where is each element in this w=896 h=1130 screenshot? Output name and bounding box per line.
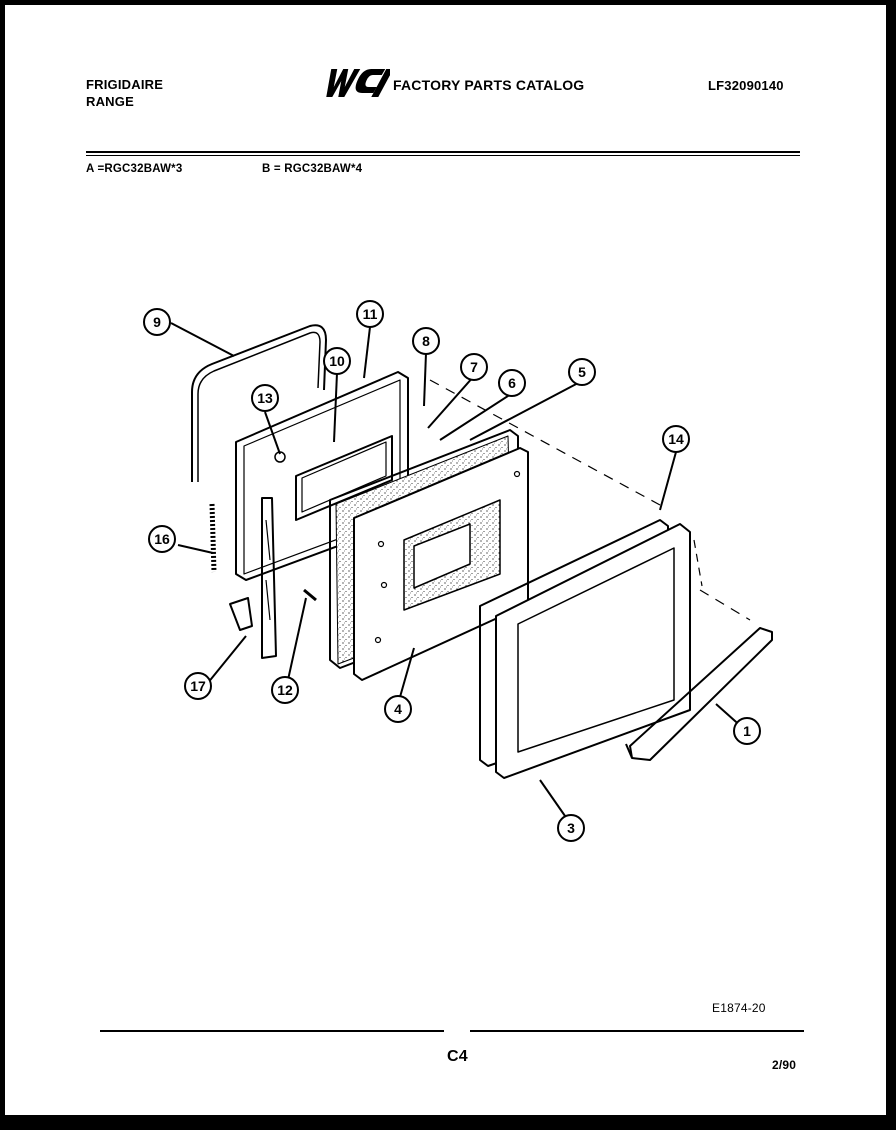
hinge-bracket <box>229 597 253 631</box>
svg-text:4: 4 <box>394 701 402 717</box>
catalog-number: LF32090140 <box>708 78 784 93</box>
catalog-title: FACTORY PARTS CATALOG <box>393 77 585 93</box>
alignment-line <box>429 379 661 506</box>
callout-8: 8 <box>412 327 440 355</box>
figure-id: E1874-20 <box>712 1001 766 1015</box>
wci-logo <box>326 69 390 97</box>
svg-text:1: 1 <box>743 723 751 739</box>
svg-text:14: 14 <box>668 431 684 447</box>
svg-text:11: 11 <box>363 306 378 322</box>
svg-text:3: 3 <box>567 820 575 836</box>
callout-7: 7 <box>460 353 488 381</box>
callout-9: 9 <box>143 308 171 336</box>
svg-text:8: 8 <box>422 333 430 349</box>
model-a: A =RGC32BAW*3 <box>86 163 183 175</box>
door-hinge <box>261 497 277 659</box>
svg-text:12: 12 <box>277 682 293 698</box>
callout-14: 14 <box>662 425 690 453</box>
product-name: RANGE <box>86 94 134 109</box>
callout-1: 1 <box>733 717 761 745</box>
door-screw <box>303 588 317 602</box>
callout-6: 6 <box>498 369 526 397</box>
brand-name: FRIGIDAIRE <box>86 77 164 92</box>
svg-text:17: 17 <box>190 678 206 694</box>
callout-5: 5 <box>568 358 596 386</box>
svg-text:7: 7 <box>470 359 478 375</box>
svg-text:16: 16 <box>154 531 170 547</box>
window-gasket <box>295 435 393 521</box>
hinge-spring <box>209 503 217 573</box>
door-frame <box>495 523 691 779</box>
brand-block: FRIGIDAIRE RANGE <box>86 76 163 110</box>
callout-10: 10 <box>323 347 351 375</box>
door-gasket <box>191 324 327 482</box>
callout-12: 12 <box>271 676 299 704</box>
footer-rule-right <box>470 1030 804 1032</box>
header-rule-thin <box>86 155 800 156</box>
alignment-line-2 <box>699 589 751 621</box>
door-gasket-inner <box>197 331 321 482</box>
callout-13: 13 <box>251 384 279 412</box>
callout-3: 3 <box>557 814 585 842</box>
header-rule <box>86 151 800 153</box>
svg-text:13: 13 <box>257 390 273 406</box>
callout-16: 16 <box>148 525 176 553</box>
svg-text:5: 5 <box>578 364 586 380</box>
footer-rule-left <box>100 1030 444 1032</box>
revision-date: 2/90 <box>772 1058 797 1072</box>
page-number: C4 <box>447 1048 468 1065</box>
callout-17: 17 <box>184 672 212 700</box>
callout-11: 11 <box>356 300 384 328</box>
svg-text:6: 6 <box>508 375 516 391</box>
svg-text:9: 9 <box>153 314 161 330</box>
model-b: B = RGC32BAW*4 <box>262 163 363 175</box>
svg-text:10: 10 <box>329 353 345 369</box>
callout-4: 4 <box>384 695 412 723</box>
